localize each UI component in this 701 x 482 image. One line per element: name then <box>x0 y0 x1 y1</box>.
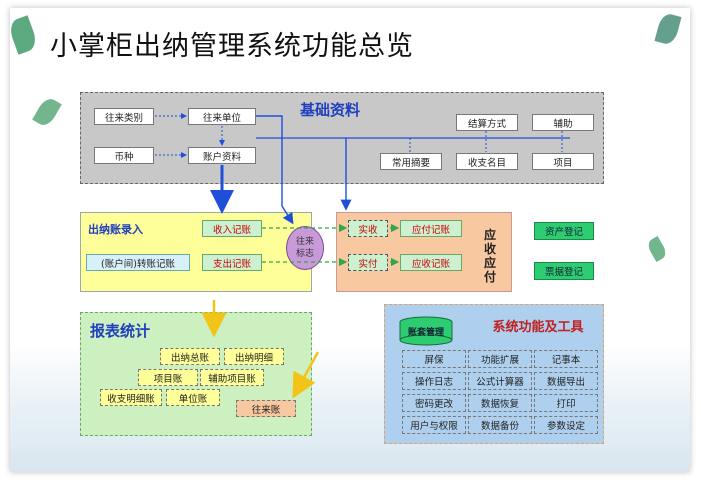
project-ledger-box[interactable]: 项目账 <box>138 369 198 386</box>
tools-grid-item[interactable]: 打印 <box>534 394 598 412</box>
settle-method-box[interactable]: 结算方式 <box>456 114 518 131</box>
unit-ledger-box[interactable]: 单位账 <box>166 389 220 406</box>
leaf-decoration <box>32 95 62 129</box>
cash-detail-box[interactable]: 出纳明细 <box>224 348 284 365</box>
cashier-entry-heading: 出纳账录入 <box>88 223 143 236</box>
tools-grid-item[interactable]: 屏保 <box>402 350 466 368</box>
leaf-decoration <box>10 15 40 55</box>
page-title: 小掌柜出纳管理系统功能总览 <box>50 31 414 62</box>
payable-side-label: 应收应付 <box>483 228 496 284</box>
common-summary-box[interactable]: 常用摘要 <box>380 153 442 170</box>
tools-grid-item[interactable]: 记事本 <box>534 350 598 368</box>
contact-unit-box[interactable]: 往来单位 <box>188 108 256 125</box>
asset-register-button[interactable]: 资产登记 <box>534 222 594 240</box>
contact-type-box[interactable]: 往来类别 <box>94 108 154 125</box>
income-expense-item-box[interactable]: 收支名目 <box>456 153 518 170</box>
tools-heading: 系统功能及工具 <box>492 319 584 335</box>
tools-grid-item[interactable]: 操作日志 <box>402 372 466 390</box>
tools-grid-item[interactable]: 数据导出 <box>534 372 598 390</box>
aux-project-ledger-box[interactable]: 辅助项目账 <box>200 369 264 386</box>
received-box[interactable]: 实收 <box>348 220 388 237</box>
slide: 小掌柜出纳管理系统功能总览 基础资料 往来类别 往来单位 币种 账户资料 结算方… <box>10 8 690 472</box>
payable-record-box[interactable]: 应付记账 <box>400 220 462 237</box>
tools-grid-item[interactable]: 数据恢复 <box>468 394 532 412</box>
contact-ledger-box[interactable]: 往来账 <box>236 400 296 417</box>
leaf-decoration <box>654 11 682 47</box>
currency-box[interactable]: 币种 <box>94 147 154 164</box>
cash-ledger-box[interactable]: 出纳总账 <box>160 348 220 365</box>
base-data-heading: 基础资料 <box>300 100 361 119</box>
paid-box[interactable]: 实付 <box>348 254 388 271</box>
tools-grid-item[interactable]: 密码更改 <box>402 394 466 412</box>
tools-grid-item[interactable]: 参数设定 <box>534 416 598 434</box>
ie-detail-box[interactable]: 收支明细账 <box>100 389 162 406</box>
receivable-record-box[interactable]: 应收记账 <box>400 254 462 271</box>
leaf-decoration <box>645 235 669 263</box>
report-heading: 报表统计 <box>90 321 151 340</box>
tools-grid-item[interactable]: 数据备份 <box>468 416 532 434</box>
auxiliary-box[interactable]: 辅助 <box>532 114 594 131</box>
tools-grid-item[interactable]: 用户与权限 <box>402 416 466 434</box>
project-box[interactable]: 项目 <box>532 153 594 170</box>
account-set-label[interactable]: 账套管理 <box>407 327 444 338</box>
tools-grid-item[interactable]: 公式计算器 <box>468 372 532 390</box>
contact-flag-ellipse[interactable]: 往来标志 <box>286 226 324 270</box>
expense-record-box[interactable]: 支出记账 <box>202 254 262 271</box>
tools-grid-item[interactable]: 功能扩展 <box>468 350 532 368</box>
transfer-record-box[interactable]: (账户间)转账记账 <box>86 254 190 271</box>
bill-register-button[interactable]: 票据登记 <box>534 262 594 280</box>
income-record-box[interactable]: 收入记账 <box>202 220 262 237</box>
account-data-box[interactable]: 账户资料 <box>188 147 256 164</box>
cashier-entry-section <box>80 212 312 292</box>
